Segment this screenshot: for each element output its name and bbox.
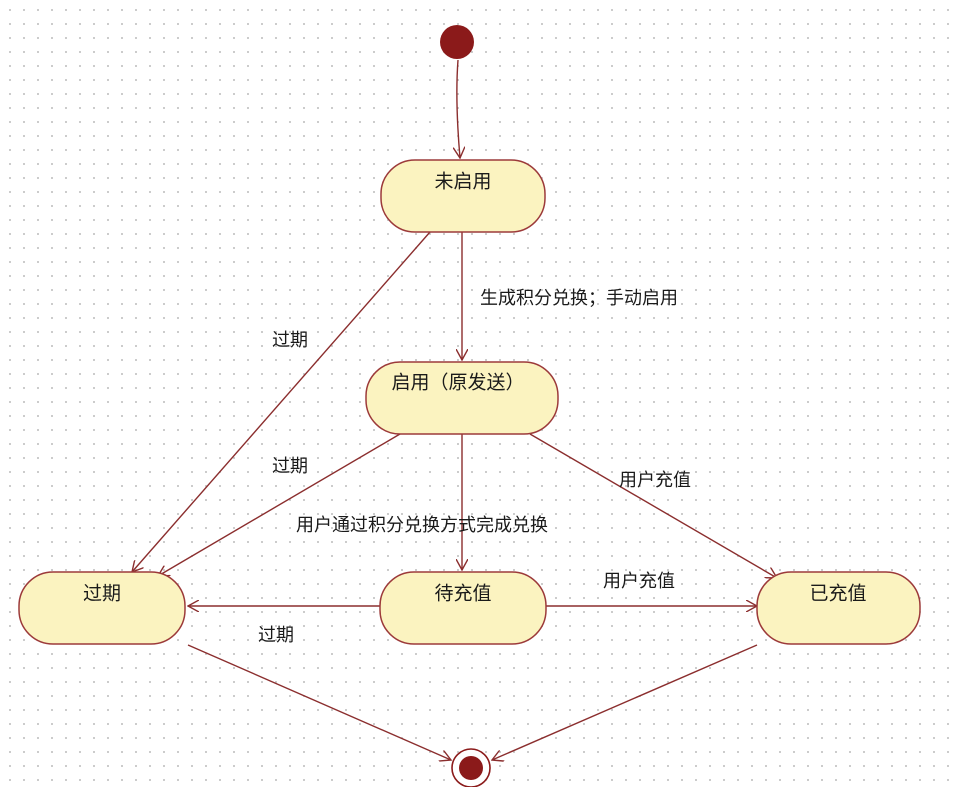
state-enabled-label: 启用（原发送） [391,372,524,394]
label-user-recharge-from-pending: 用户充值 [603,571,675,592]
state-expired: 过期 [18,571,186,645]
label-user-exchange-via-points: 用户通过积分兑换方式完成兑换 [296,515,548,536]
label-user-recharge-from-enabled: 用户充值 [619,470,691,491]
edge-enabled-to-recharged [529,433,777,578]
edge-initial-to-not-enabled [457,59,460,158]
state-recharged: 已充值 [756,571,921,645]
state-recharged-label: 已充值 [809,583,866,605]
edge-not-enabled-to-expired [132,231,431,572]
edge-expired-to-final [187,644,451,760]
state-expired-label: 过期 [83,583,121,605]
edge-recharged-to-final [492,644,758,760]
final-node-dot [459,756,483,780]
state-pending-recharge: 待充值 [379,571,547,645]
initial-node [440,25,474,59]
state-not-enabled-label: 未启用 [434,171,491,193]
edge-enabled-to-expired [158,433,401,576]
state-pending-recharge-label: 待充值 [434,583,491,605]
state-enabled: 启用（原发送） [365,361,559,435]
state-not-enabled: 未启用 [380,159,546,233]
label-expire-from-enabled: 过期 [272,456,308,477]
label-expire-from-not-enabled: 过期 [272,330,308,351]
label-expire-from-pending: 过期 [258,625,294,646]
label-generate-or-manual-enable: 生成积分兑换；手动启用 [480,288,678,309]
